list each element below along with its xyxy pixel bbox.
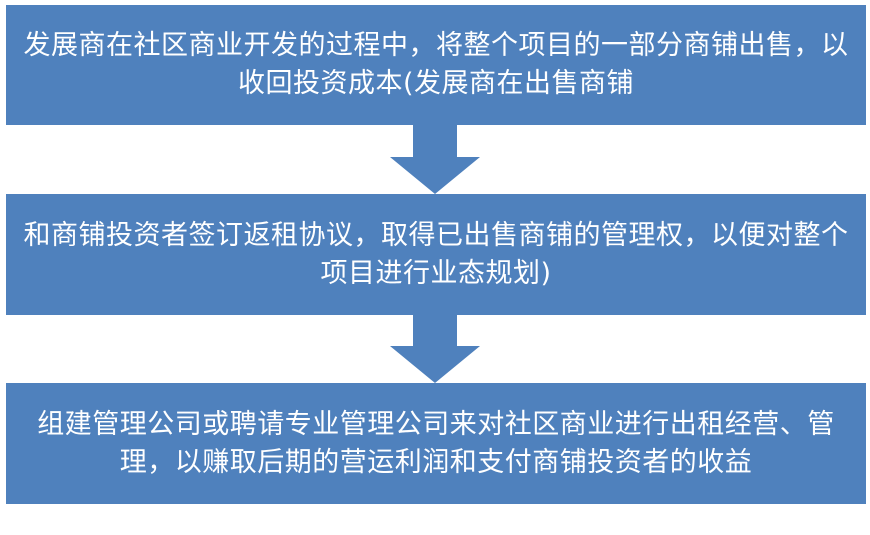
flow-step-1-text: 发展商在社区商业开发的过程中，将整个项目的一部分商铺出售，以收回投资成本(发展商…	[23, 30, 849, 99]
down-arrow-1	[390, 125, 480, 194]
flow-step-3-box: 组建管理公司或聘请专业管理公司来对社区商业进行出租经营、管理，以赚取后期的营运利…	[6, 383, 866, 504]
flow-step-2-text: 和商铺投资者签订返租协议，取得已出售商铺的管理权，以便对整个项目进行业态规划)	[23, 219, 849, 289]
flow-step-3-text: 组建管理公司或聘请专业管理公司来对社区商业进行出租经营、管理，以赚取后期的营运利…	[37, 408, 835, 478]
flow-step-2-box: 和商铺投资者签订返租协议，取得已出售商铺的管理权，以便对整个项目进行业态规划)	[6, 194, 866, 315]
down-arrow-2	[390, 315, 480, 383]
flow-step-1-box: 发展商在社区商业开发的过程中，将整个项目的一部分商铺出售，以收回投资成本(发展商…	[6, 5, 866, 125]
